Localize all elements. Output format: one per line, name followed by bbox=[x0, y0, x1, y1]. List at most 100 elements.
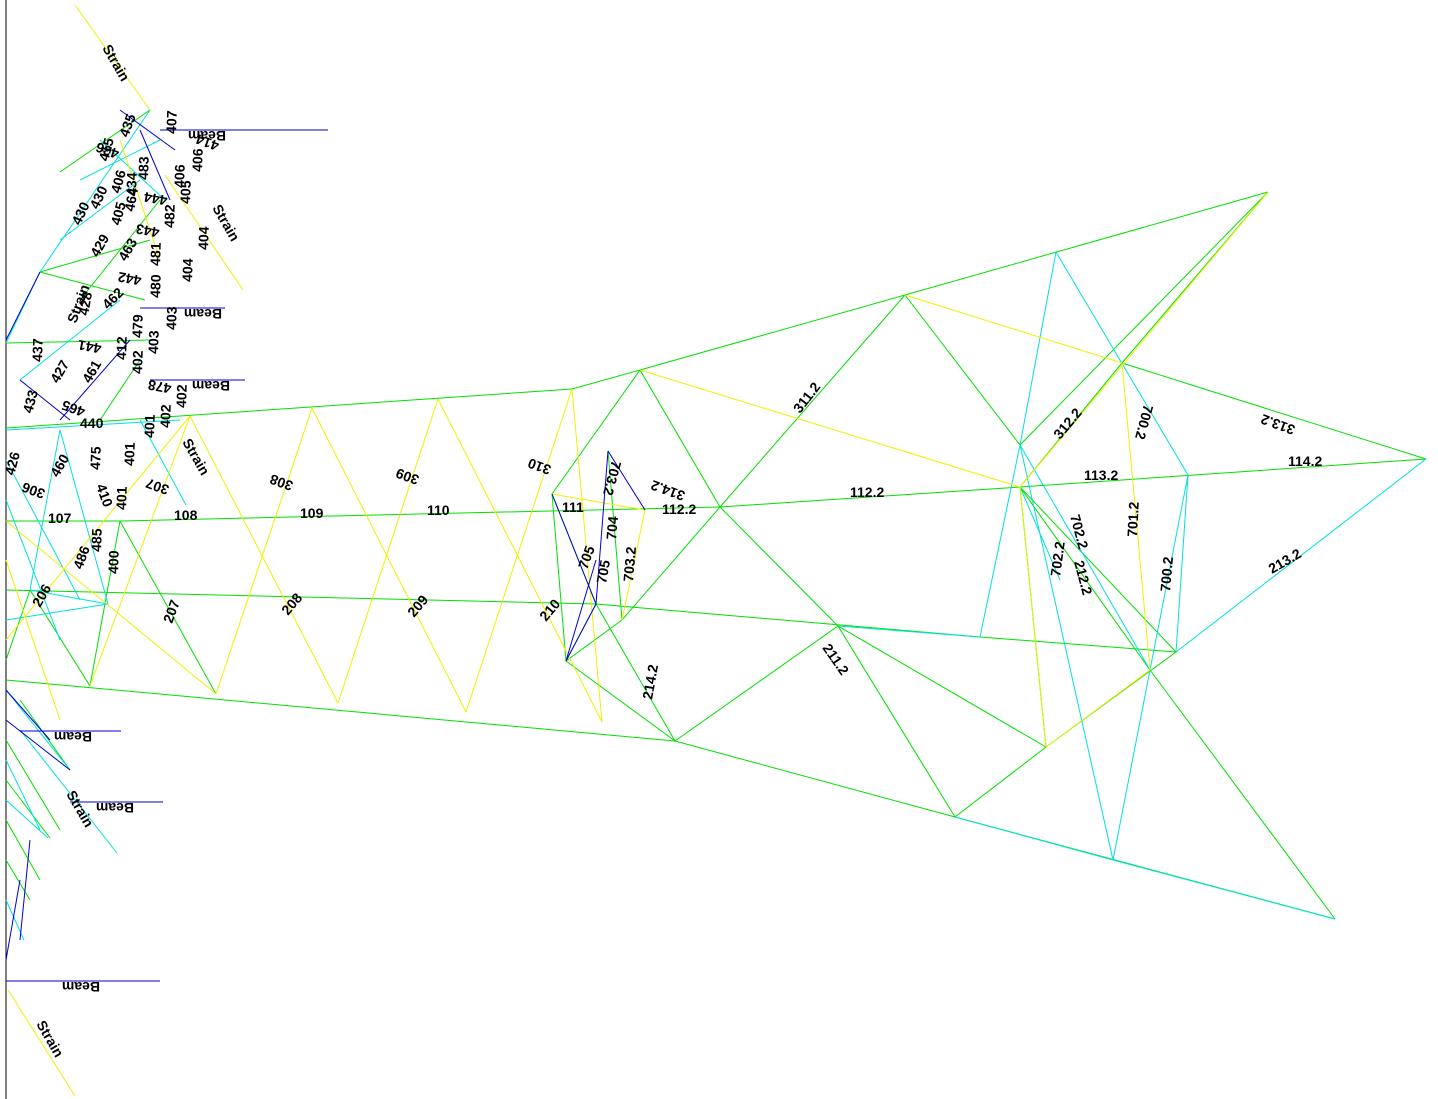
beam-label-lower-2: Beam bbox=[96, 800, 134, 816]
member-labels: 107 108 109 110 111 112.2 112.2 113.2 11… bbox=[1, 42, 1322, 1060]
label-460: 460 bbox=[47, 451, 73, 479]
beam-label-top: Beam bbox=[188, 128, 226, 144]
label-108: 108 bbox=[174, 507, 198, 523]
label-427: 427 bbox=[47, 357, 73, 385]
label-207: 207 bbox=[160, 597, 183, 625]
strain-label-lower: Strain bbox=[63, 788, 97, 830]
label-404: 404 bbox=[179, 258, 196, 282]
beam-label-lower: Beam bbox=[54, 729, 92, 745]
label-111: 111 bbox=[562, 499, 584, 515]
strain-label-upper-right: Strain bbox=[209, 202, 243, 244]
label-483: 483 bbox=[135, 156, 152, 180]
label-212-2: 212.2 bbox=[1071, 559, 1096, 597]
label-209: 209 bbox=[404, 592, 431, 620]
label-109: 109 bbox=[300, 505, 324, 521]
label-463: 463 bbox=[115, 235, 141, 263]
label-433: 433 bbox=[19, 388, 41, 415]
label-705: 705 bbox=[593, 559, 613, 585]
label-402: 402 bbox=[173, 384, 190, 408]
label-112-2: 112.2 bbox=[662, 501, 696, 517]
label-485: 485 bbox=[88, 528, 105, 552]
label-444: 444 bbox=[143, 189, 169, 209]
label-401: 401 bbox=[113, 486, 130, 510]
label-705: 705 bbox=[575, 543, 598, 571]
label-311-2: 311.2 bbox=[790, 379, 824, 416]
label-407: 407 bbox=[163, 110, 180, 134]
label-440: 440 bbox=[80, 415, 104, 431]
label-702-2: 702.2 bbox=[1067, 513, 1092, 551]
label-436: 436 bbox=[93, 139, 121, 162]
label-442: 442 bbox=[117, 269, 143, 289]
label-704: 704 bbox=[603, 515, 621, 540]
label-443: 443 bbox=[135, 221, 161, 241]
label-475: 475 bbox=[87, 446, 104, 470]
label-112-2: 112.2 bbox=[850, 484, 884, 500]
label-481: 481 bbox=[147, 242, 164, 266]
label-406: 406 bbox=[171, 164, 188, 188]
label-401: 401 bbox=[121, 442, 138, 466]
label-114-2: 114.2 bbox=[1288, 453, 1322, 469]
label-479: 479 bbox=[129, 314, 146, 338]
label-435: 435 bbox=[116, 111, 139, 139]
label-406: 406 bbox=[189, 148, 206, 172]
label-701-2: 701.2 bbox=[1124, 501, 1142, 537]
label-113-2: 113.2 bbox=[1084, 467, 1118, 483]
label-441: 441 bbox=[77, 337, 103, 357]
yellow-members bbox=[5, 4, 1269, 1097]
label-428: 428 bbox=[75, 291, 95, 317]
label-405: 405 bbox=[177, 180, 194, 204]
label-211-2: 211.2 bbox=[820, 641, 853, 678]
label-213-2: 213.2 bbox=[1266, 545, 1305, 576]
label-461: 461 bbox=[79, 357, 105, 385]
label-307: 307 bbox=[143, 475, 171, 498]
label-465: 465 bbox=[59, 397, 87, 420]
beam-label-upper: Beam bbox=[184, 306, 222, 322]
label-410: 410 bbox=[93, 482, 116, 510]
label-306: 306 bbox=[19, 479, 47, 502]
label-405: 405 bbox=[107, 200, 129, 227]
label-700-2: 700.2 bbox=[1132, 403, 1157, 441]
label-415: 415 bbox=[95, 136, 117, 163]
label-402: 402 bbox=[157, 404, 174, 428]
label-482: 482 bbox=[161, 204, 178, 228]
label-107: 107 bbox=[48, 510, 72, 526]
label-437: 437 bbox=[29, 338, 46, 362]
label-703-2: 703.2 bbox=[600, 459, 625, 497]
label-406: 406 bbox=[107, 168, 129, 195]
label-703-2: 703.2 bbox=[620, 546, 639, 583]
label-400: 400 bbox=[105, 550, 122, 574]
label-430: 430 bbox=[86, 183, 110, 211]
label-310: 310 bbox=[525, 455, 553, 478]
label-110: 110 bbox=[427, 502, 450, 518]
beam-label-bottom: Beam bbox=[62, 979, 100, 995]
label-412: 412 bbox=[113, 336, 130, 360]
label-309: 309 bbox=[393, 465, 421, 488]
label-402: 402 bbox=[129, 350, 146, 374]
beam-label-middle: Beam bbox=[192, 378, 230, 394]
label-426: 426 bbox=[1, 450, 23, 477]
label-214-2: 214.2 bbox=[639, 663, 661, 700]
label-486: 486 bbox=[70, 543, 93, 571]
label-401: 401 bbox=[141, 414, 158, 438]
label-414: 414 bbox=[193, 131, 221, 154]
label-404: 404 bbox=[195, 226, 212, 250]
strain-label-middle: Strain bbox=[179, 436, 213, 478]
label-403: 403 bbox=[145, 330, 162, 354]
label-478: 478 bbox=[147, 377, 173, 397]
label-480: 480 bbox=[147, 274, 164, 298]
label-313-2: 313.2 bbox=[1258, 411, 1297, 438]
green-members bbox=[5, 109, 1427, 920]
label-434: 434 bbox=[123, 172, 140, 196]
label-312-2: 312.2 bbox=[1050, 405, 1085, 442]
label-308: 308 bbox=[267, 471, 295, 494]
label-464: 464 bbox=[121, 187, 141, 213]
strain-label-top: Strain bbox=[99, 42, 133, 84]
label-702-2: 702.2 bbox=[1047, 540, 1068, 577]
label-314-2: 314.2 bbox=[648, 477, 687, 504]
label-403: 403 bbox=[163, 306, 180, 330]
label-429: 429 bbox=[87, 231, 113, 259]
blue-members bbox=[5, 109, 646, 982]
label-700-2: 700.2 bbox=[1157, 556, 1176, 593]
cyan-members bbox=[5, 109, 1427, 941]
